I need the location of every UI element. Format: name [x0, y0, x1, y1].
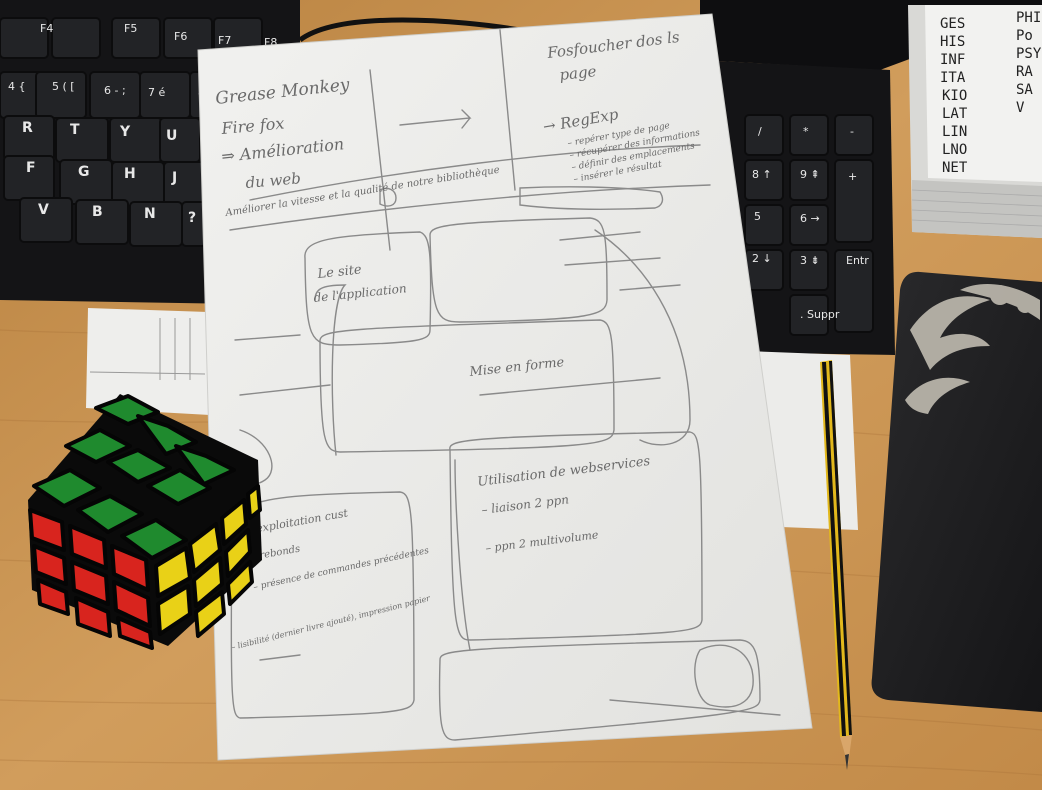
card-label: SA	[1016, 82, 1033, 98]
key-f5: F5	[124, 22, 137, 35]
card-label: NET	[942, 160, 968, 176]
card-label: GES	[940, 16, 965, 32]
card-label: ITA	[940, 70, 966, 86]
paper-under	[86, 308, 210, 415]
card-label: RA	[1016, 64, 1033, 80]
key-divide: /	[758, 125, 762, 138]
key-f7: F7	[218, 34, 231, 47]
key-y: Y	[119, 124, 131, 140]
key-g: G	[78, 164, 90, 180]
index-cards-stack: GES HIS INF ITA KIO LAT LIN LNO NET PHI …	[908, 5, 1042, 238]
key-6: 6 - ;	[104, 84, 126, 97]
key-suppr: . Suppr	[800, 308, 840, 321]
key-numpad-6: 6 →	[800, 212, 820, 225]
card-label: V	[1016, 100, 1025, 116]
key-minus: -	[850, 125, 854, 138]
card-label: PSY	[1016, 46, 1042, 62]
key-5: 5 ( [	[52, 80, 75, 93]
key-numpad-5: 5	[754, 210, 761, 223]
key-numpad-3: 3 ⇟	[800, 254, 820, 267]
card-label: Po	[1016, 28, 1033, 44]
key-question: ?	[188, 210, 196, 226]
card-label: INF	[940, 52, 965, 68]
card-label: KIO	[942, 88, 967, 104]
key-h: H	[124, 166, 136, 182]
key-u: U	[166, 128, 177, 144]
card-label: HIS	[940, 34, 965, 50]
key-4: 4 {	[8, 80, 26, 93]
key-f: F	[26, 160, 36, 176]
key-v: V	[38, 202, 49, 218]
card-label: LAT	[942, 106, 968, 122]
key-enter: Entr	[846, 254, 869, 267]
key-n: N	[144, 206, 156, 222]
key-7: 7 é	[148, 86, 165, 99]
card-label: PHI	[1016, 10, 1041, 26]
key-f4: F4	[40, 22, 53, 35]
mouse-pad	[872, 272, 1042, 712]
key-r: R	[22, 120, 33, 136]
key-multiply: *	[803, 125, 809, 138]
card-label: LIN	[942, 124, 967, 140]
key-numpad-8: 8 ↑	[752, 168, 772, 181]
key-numpad-2: 2 ↓	[752, 252, 772, 265]
key-b: B	[92, 204, 103, 220]
key-t: T	[70, 122, 80, 138]
key-plus: +	[848, 170, 857, 183]
card-label: LNO	[942, 142, 967, 158]
key-numpad-9: 9 ⇞	[800, 168, 820, 181]
key-f6: F6	[174, 30, 187, 43]
key-j: J	[171, 170, 177, 186]
